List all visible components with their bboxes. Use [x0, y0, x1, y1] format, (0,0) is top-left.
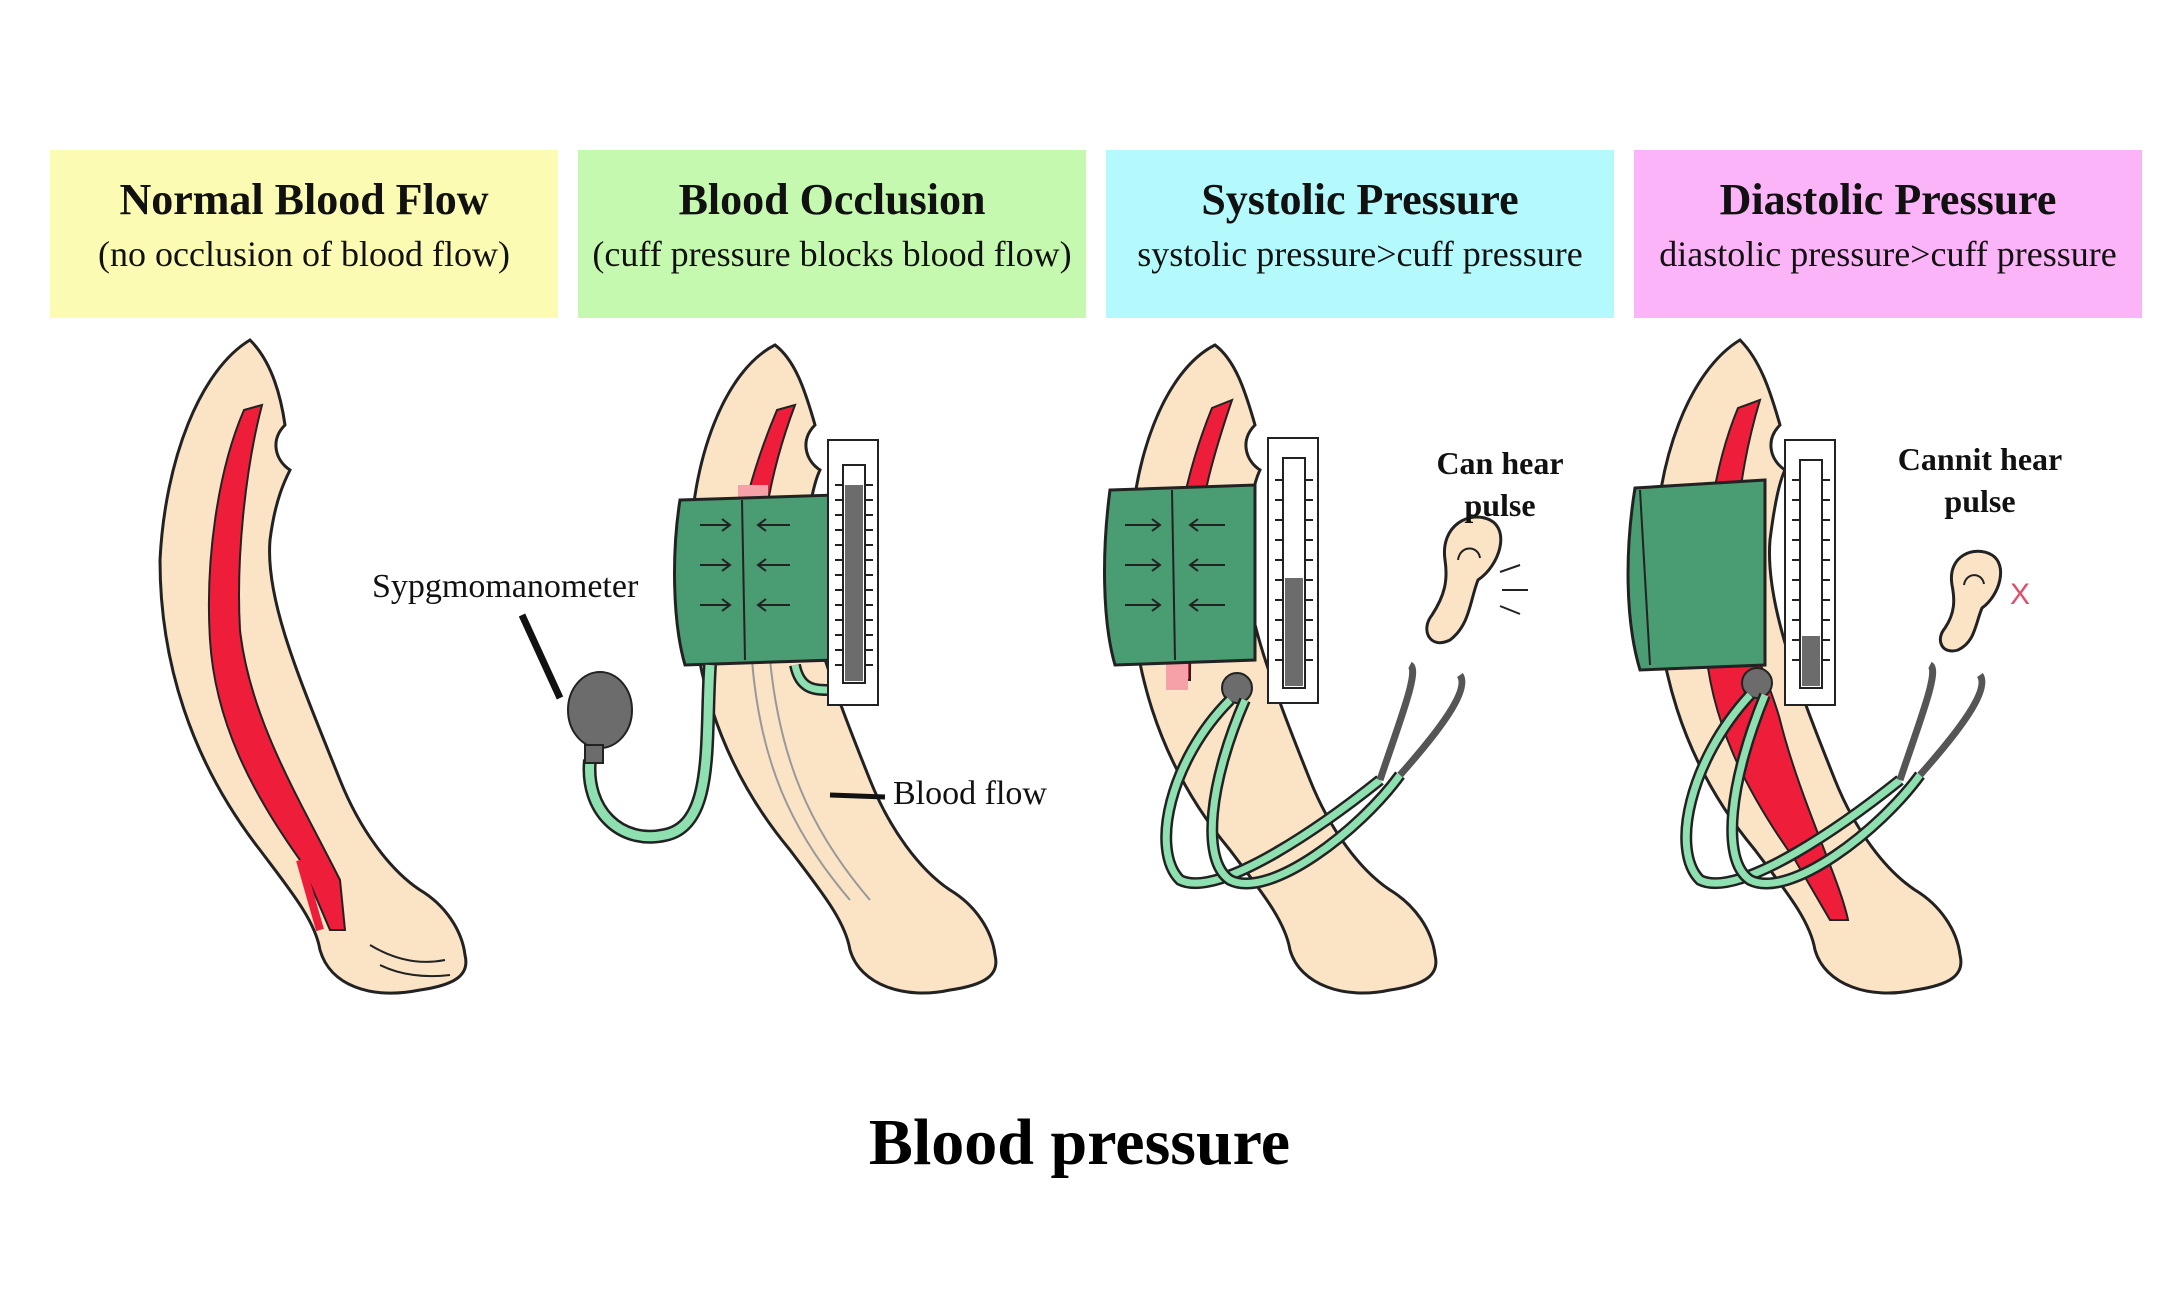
label-line: Cannit hear [1897, 441, 2063, 477]
panel-title: Blood Occlusion [678, 175, 986, 224]
label-blood-flow: Blood flow [893, 775, 1047, 812]
artery-branch [296, 858, 324, 932]
label-line: Can hear [1436, 445, 1564, 481]
cuff [1103, 483, 1257, 667]
label-cannot-hear-pulse: Cannit hear pulse [1870, 438, 2090, 522]
panel-header-diastolic: Diastolic Pressure diastolic pressure>cu… [1634, 150, 2142, 318]
stethoscope-tubes [1680, 661, 1986, 890]
arm-normal [158, 338, 468, 995]
arm-occlusion [518, 343, 998, 995]
panel-title: Diastolic Pressure [1719, 175, 2057, 224]
arm-diastolic [1626, 338, 2003, 995]
label-line: pulse [1464, 487, 1536, 523]
pointer-line [829, 792, 886, 800]
stethoscope-chestpiece [1741, 667, 1773, 699]
panel-title: Systolic Pressure [1201, 175, 1519, 224]
sound-waves-icon [1499, 564, 1528, 615]
collapsed-artery [751, 659, 871, 901]
pressure-arrows [700, 518, 790, 612]
stethoscope-tubes [1160, 661, 1466, 890]
panel-title: Normal Blood Flow [119, 175, 489, 224]
no-sound-x-mark: X [2010, 578, 2031, 611]
ear-icon [1939, 549, 2003, 653]
ear-icon [1425, 515, 1503, 644]
pointer-line [518, 613, 564, 700]
bulb [567, 671, 633, 749]
hand-lines [369, 944, 451, 978]
artery [207, 403, 347, 931]
label-sphygmomanometer: Sypgmomanometer [372, 568, 639, 605]
page-title: Blood pressure [868, 1106, 1291, 1179]
panel-subtitle: diastolic pressure>cuff pressure [1659, 234, 2117, 274]
panel-header-systolic: Systolic Pressure systolic pressure>cuff… [1106, 150, 1614, 318]
arm-systolic [1103, 343, 1528, 995]
panel-header-occlusion: Blood Occlusion (cuff pressure blocks bl… [578, 150, 1086, 318]
cuff [673, 493, 837, 667]
pressure-arrows [1125, 518, 1225, 612]
panel-subtitle: systolic pressure>cuff pressure [1137, 234, 1583, 274]
label-can-hear-pulse: Can hear pulse [1410, 442, 1590, 526]
cuff [1626, 478, 1767, 672]
panel-subtitle: (no occlusion of blood flow) [98, 234, 510, 274]
panel-subtitle: (cuff pressure blocks blood flow) [592, 234, 1072, 274]
panel-header-normal: Normal Blood Flow (no occlusion of blood… [50, 150, 558, 318]
label-line: pulse [1944, 483, 2016, 519]
stethoscope-chestpiece [1221, 672, 1253, 704]
